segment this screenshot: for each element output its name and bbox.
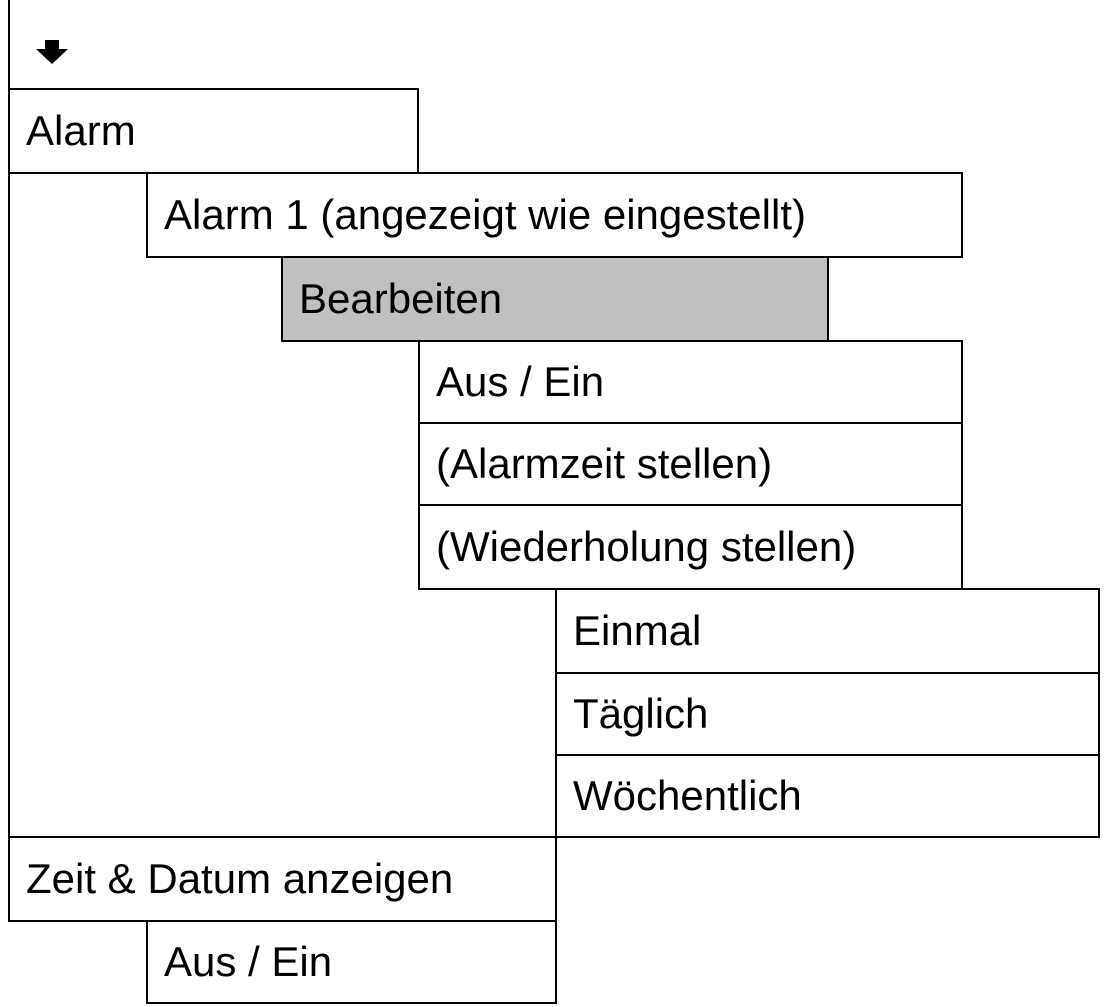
menu-item-set-alarm-time[interactable]: (Alarmzeit stellen) <box>418 422 963 506</box>
menu-item-label: Bearbeiten <box>299 275 503 322</box>
menu-item-edit[interactable]: Bearbeiten <box>281 256 829 342</box>
menu-item-set-repeat[interactable]: (Wiederholung stellen) <box>418 504 963 590</box>
menu-item-label: Täglich <box>573 690 709 737</box>
menu-item-label: Wöchentlich <box>573 772 802 819</box>
menu-item-label: Einmal <box>573 607 702 654</box>
menu-item-on-off[interactable]: Aus / Ein <box>418 340 963 424</box>
menu-item-once[interactable]: Einmal <box>555 588 1100 674</box>
menu-item-alarm-1[interactable]: Alarm 1 (angezeigt wie eingestellt) <box>146 172 963 258</box>
menu-item-weekly[interactable]: Wöchentlich <box>555 754 1100 838</box>
menu-tree-line <box>8 0 10 838</box>
menu-item-label: Aus / Ein <box>164 938 333 985</box>
menu-item-label: (Alarmzeit stellen) <box>436 440 773 487</box>
menu-item-daily[interactable]: Täglich <box>555 672 1100 756</box>
menu-item-label: Aus / Ein <box>436 358 605 405</box>
menu-item-label: (Wiederholung stellen) <box>436 523 857 570</box>
menu-item-label: Zeit & Datum anzeigen <box>26 855 454 902</box>
down-arrow-icon <box>36 40 68 64</box>
menu-item-label: Alarm 1 (angezeigt wie eingestellt) <box>164 191 806 238</box>
menu-item-time-date[interactable]: Zeit & Datum anzeigen <box>8 836 557 922</box>
menu-item-label: Alarm <box>26 107 136 154</box>
menu-item-time-date-on-off[interactable]: Aus / Ein <box>146 920 557 1004</box>
menu-item-alarm[interactable]: Alarm <box>8 88 419 174</box>
